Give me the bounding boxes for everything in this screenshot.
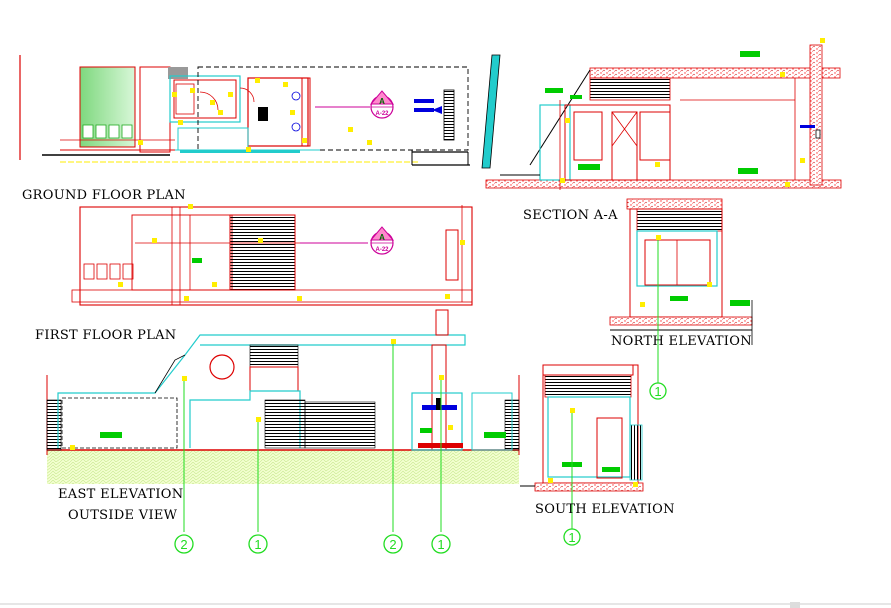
section-marker-first-sheet: A-22 xyxy=(375,247,389,253)
east-elevation-subtitle: OUTSIDE VIEW xyxy=(68,508,178,523)
south-elevation xyxy=(520,364,644,530)
south-elevation-title: SOUTH ELEVATION xyxy=(535,502,675,517)
bubble-east-2b: 2 xyxy=(383,534,403,554)
ground-floor-plan xyxy=(19,54,501,169)
bubble-label: 1 xyxy=(254,537,261,552)
section-marker-first: A A-22 xyxy=(369,226,395,255)
bubble-east-1b: 1 xyxy=(431,534,451,554)
bubble-label: 1 xyxy=(568,530,575,545)
section-marker: A A-22 xyxy=(369,90,395,119)
section-title: SECTION A-A xyxy=(523,208,618,223)
bubble-label: 1 xyxy=(654,384,661,399)
bubble-label: 1 xyxy=(437,537,444,552)
east-elevation xyxy=(46,309,520,532)
section-marker-letter: A xyxy=(379,97,385,106)
section-a-a xyxy=(485,38,842,190)
north-elevation-title: NORTH ELEVATION xyxy=(611,334,752,349)
section-marker-first-letter: A xyxy=(379,233,385,242)
east-elevation-title: EAST ELEVATION xyxy=(58,487,183,502)
bubble-label: 2 xyxy=(180,537,187,552)
bubble-label: 2 xyxy=(389,537,396,552)
bubble-east-1a: 1 xyxy=(248,534,268,554)
north-elevation xyxy=(609,198,753,383)
bubble-south-1: 1 xyxy=(563,528,581,546)
scroll-stub xyxy=(790,602,800,608)
first-floor-plan-title: FIRST FLOOR PLAN xyxy=(35,328,176,343)
first-floor-plan xyxy=(71,204,473,306)
bubble-north-1: 1 xyxy=(649,382,667,400)
ground-floor-plan-title: GROUND FLOOR PLAN xyxy=(22,188,186,203)
bubble-east-2a: 2 xyxy=(174,534,194,554)
section-marker-sheet: A-22 xyxy=(375,111,389,117)
